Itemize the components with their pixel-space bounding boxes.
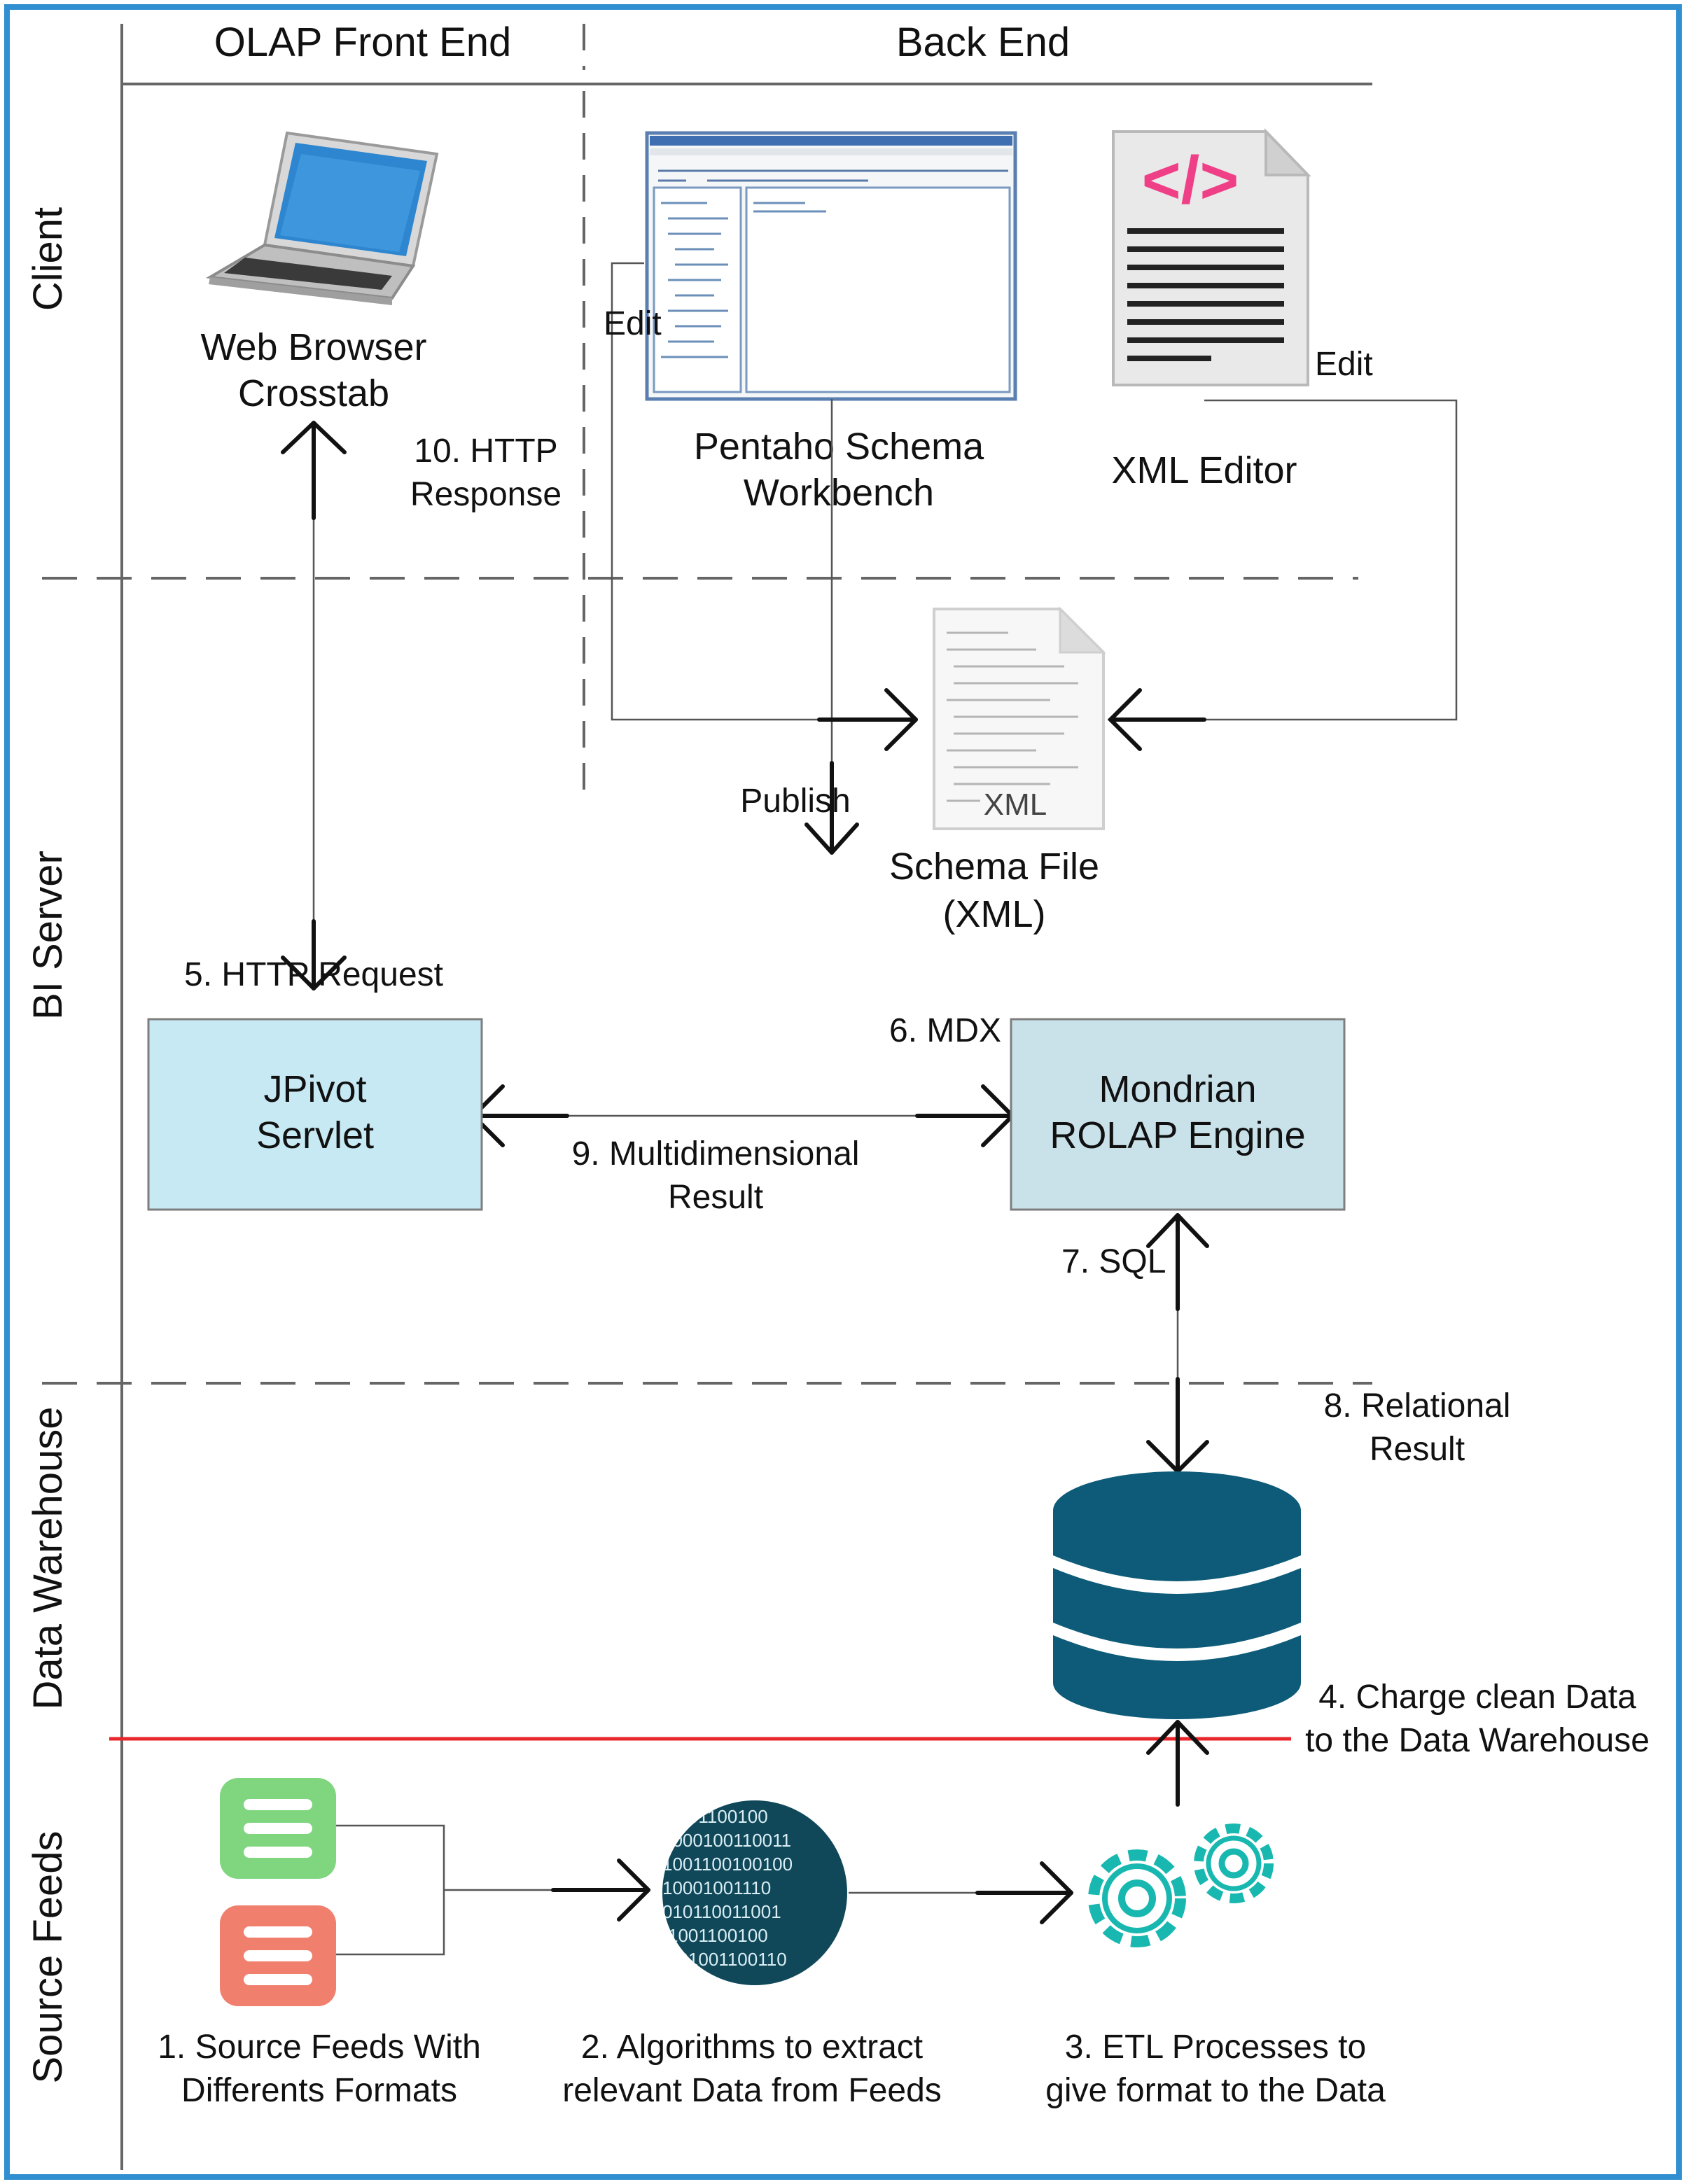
arrowheads [281, 421, 1209, 1924]
column-header-back-end: Back End [896, 20, 1070, 65]
schema-file-icon: XML [933, 606, 1106, 830]
binary-data-icon: 1001100100 1000100110011 1001100100100 1… [662, 1800, 847, 1985]
edit-workbench-label: Edit [604, 305, 662, 342]
svg-text:1001100100: 1001100100 [668, 1806, 768, 1827]
xml-document-icon: </> [1112, 128, 1311, 386]
source-feed-red-icon [220, 1905, 336, 2006]
xml-editor-label: XML Editor [1111, 449, 1297, 491]
http-request-label: 5. HTTP Request [184, 956, 443, 993]
svg-text:1001100100: 1001100100 [668, 1925, 768, 1946]
gears-icon [1088, 1823, 1274, 1947]
database-icon [1053, 1471, 1301, 1719]
jpivot-box [147, 1018, 483, 1211]
mondrian-box [1010, 1018, 1346, 1211]
swimlane-grid [42, 24, 1372, 2170]
row-header-source-feeds: Source Feeds [25, 1830, 71, 2083]
schema-file-badge: XML [984, 788, 1047, 822]
sql-label: 7. SQL [1061, 1243, 1166, 1280]
svg-text:</>: </> [1142, 143, 1239, 218]
svg-text:010110011001: 010110011001 [662, 1901, 781, 1922]
schema-workbench-icon [645, 131, 1017, 401]
laptop-icon [205, 131, 439, 305]
svg-text:1000100110011: 1000100110011 [662, 1830, 791, 1851]
source-feed-green-icon [220, 1778, 336, 1879]
mdx-label: 6. MDX [889, 1012, 1001, 1049]
publish-label: Publish [740, 783, 850, 820]
edit-xml-label: Edit [1315, 346, 1373, 383]
column-header-front-end: OLAP Front End [214, 20, 512, 65]
schema-file-label: Schema File(XML) [889, 846, 1099, 935]
row-header-client: Client [25, 207, 71, 311]
svg-text:101001100110: 101001100110 [668, 1949, 787, 1970]
diagram-frame [4, 4, 1682, 2180]
row-header-bi-server: BI Server [25, 850, 71, 1020]
svg-text:1001100100100: 1001100100100 [662, 1854, 793, 1875]
row-header-data-warehouse: Data Warehouse [25, 1406, 71, 1709]
svg-text:10001001110: 10001001110 [662, 1877, 771, 1898]
